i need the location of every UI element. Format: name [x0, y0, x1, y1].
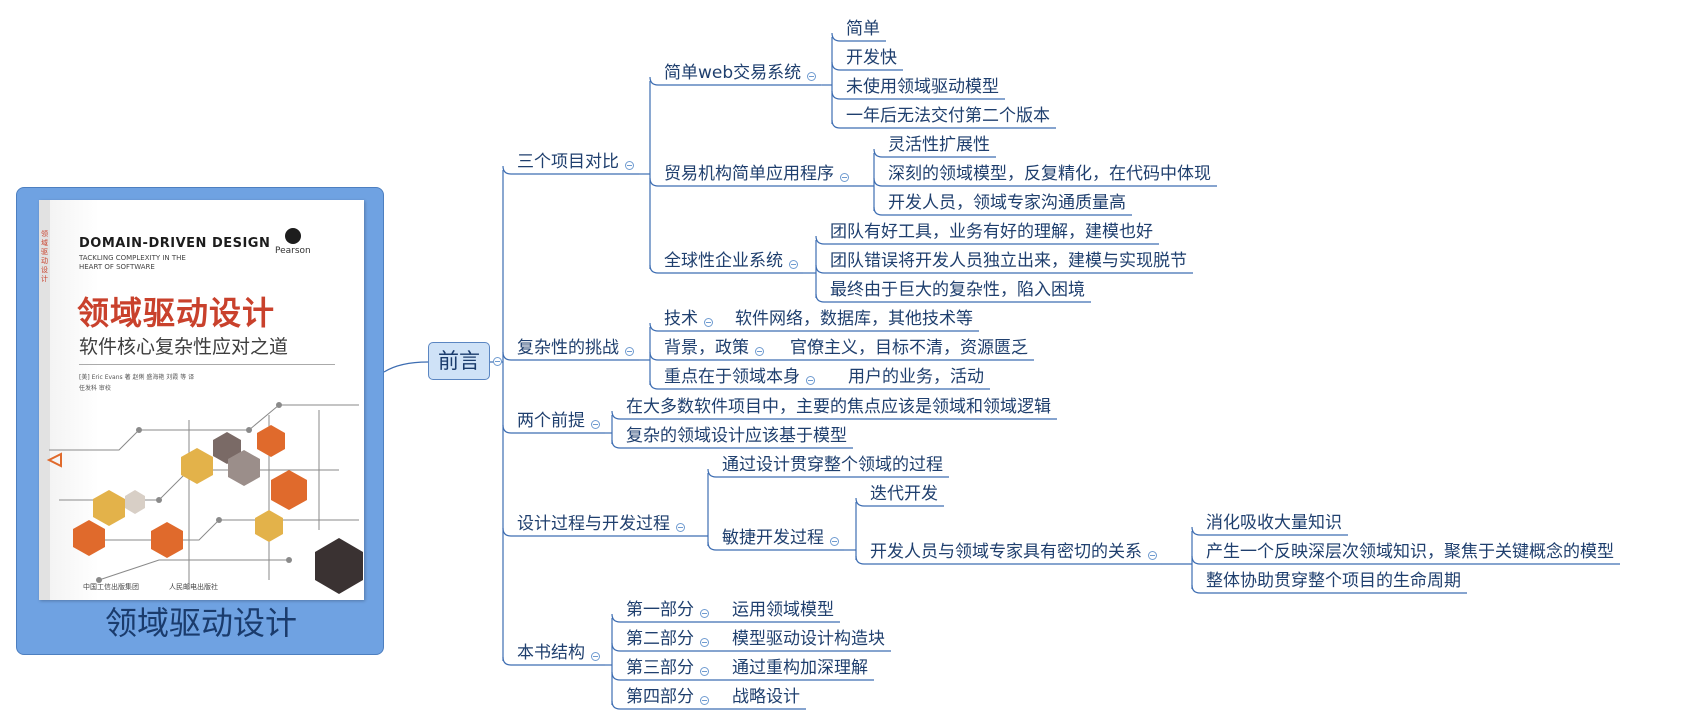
- topic-two-premises[interactable]: 两个前提: [517, 411, 585, 431]
- mindmap-leaf-node[interactable]: 复杂的领域设计应该基于模型: [626, 426, 847, 446]
- mindmap-leaf-node[interactable]: 模型驱动设计构造块: [732, 629, 885, 649]
- topic-part-one[interactable]: 第一部分: [626, 600, 694, 620]
- collapse-toggle-icon[interactable]: [754, 347, 764, 356]
- book-spine-title: 领域驱动设计: [41, 230, 48, 283]
- cover-divider: [79, 364, 335, 365]
- mindmap-leaf-node[interactable]: 消化吸收大量知识: [1206, 513, 1342, 533]
- cover-circuit-art: [46, 402, 363, 594]
- collapse-toggle-icon[interactable]: [699, 696, 709, 705]
- mindmap-leaf-node[interactable]: 未使用领域驱动模型: [846, 77, 999, 97]
- collapse-toggle-icon[interactable]: [839, 173, 849, 182]
- mindmap-leaf-node[interactable]: 战略设计: [732, 687, 800, 707]
- mindmap-leaf-node[interactable]: 产生一个反映深层次领域知识，聚焦于关键概念的模型: [1206, 542, 1614, 562]
- topic-dev-expert-relation[interactable]: 开发人员与领域专家具有密切的关系: [870, 542, 1142, 562]
- mindmap-leaf-node[interactable]: 用户的业务，活动: [848, 367, 984, 387]
- topic-technology[interactable]: 技术: [664, 309, 698, 329]
- mindmap-leaf-node[interactable]: 通过重构加深理解: [732, 658, 868, 678]
- mindmap-leaf-node[interactable]: 通过设计贯穿整个领域的过程: [722, 455, 943, 475]
- topic-trading-firm-app[interactable]: 贸易机构简单应用程序: [664, 164, 834, 184]
- mindmap-leaf-node[interactable]: 一年后无法交付第二个版本: [846, 106, 1050, 126]
- topic-three-projects[interactable]: 三个项目对比: [517, 152, 619, 172]
- collapse-toggle-icon[interactable]: [829, 537, 839, 546]
- collapse-toggle-icon[interactable]: [699, 638, 709, 647]
- collapse-toggle-icon[interactable]: [788, 260, 798, 269]
- collapse-toggle-icon[interactable]: [675, 523, 685, 532]
- publisher-logo: Pearson: [275, 228, 311, 256]
- collapse-toggle-icon[interactable]: [703, 318, 713, 327]
- collapse-toggle-icon[interactable]: [590, 420, 600, 429]
- topic-part-four[interactable]: 第四部分: [626, 687, 694, 707]
- book-cover-image: 领域驱动设计 DOMAIN-DRIVEN DESIGN TACKLING COM…: [39, 200, 364, 600]
- mindmap-leaf-node[interactable]: 软件网络，数据库，其他技术等: [735, 309, 973, 329]
- mindmap-leaf-node[interactable]: 迭代开发: [870, 484, 938, 504]
- cover-caption: 领域驱动设计: [104, 604, 297, 642]
- mindmap-leaf-node[interactable]: 简单: [846, 19, 880, 39]
- book-chinese-title: 领域驱动设计: [77, 294, 276, 332]
- publisher-brand: Pearson: [275, 246, 311, 256]
- topic-background-policy[interactable]: 背景，政策: [664, 338, 749, 358]
- topic-global-enterprise[interactable]: 全球性企业系统: [664, 251, 783, 271]
- mindmap-leaf-node[interactable]: 灵活性扩展性: [888, 135, 990, 155]
- mindmap-leaf-node[interactable]: 在大多数软件项目中，主要的焦点应该是领域和领域逻辑: [626, 397, 1051, 417]
- collapse-toggle-icon[interactable]: [699, 609, 709, 618]
- mindmap-leaf-node[interactable]: 开发人员，领域专家沟通质量高: [888, 193, 1126, 213]
- book-chinese-subtitle: 软件核心复杂性应对之道: [79, 336, 289, 358]
- topic-design-dev-process[interactable]: 设计过程与开发过程: [517, 514, 670, 534]
- book-cover-panel[interactable]: 领域驱动设计 DOMAIN-DRIVEN DESIGN TACKLING COM…: [16, 187, 384, 655]
- collapse-toggle-icon[interactable]: [805, 376, 815, 385]
- topic-part-three[interactable]: 第三部分: [626, 658, 694, 678]
- book-authors: [美] Eric Evans 著 赵俐 盛海艳 刘霞 等 译 任发科 审校: [79, 374, 195, 392]
- book-footer-group: 中国工信出版集团: [83, 583, 139, 591]
- collapse-toggle-icon[interactable]: [699, 667, 709, 676]
- collapse-toggle-icon[interactable]: [590, 652, 600, 661]
- topic-simple-web-trading[interactable]: 简单web交易系统: [664, 63, 802, 83]
- topic-part-two[interactable]: 第二部分: [626, 629, 694, 649]
- root-collapse-toggle-icon[interactable]: [493, 357, 502, 366]
- book-english-subtitle: TACKLING COMPLEXITY IN THE HEART OF SOFT…: [79, 254, 186, 271]
- pearson-logo-icon: [284, 228, 301, 244]
- mindmap-leaf-node[interactable]: 官僚主义，目标不清，资源匮乏: [790, 338, 1028, 358]
- mindmap-leaf-node[interactable]: 深刻的领域模型，反复精化，在代码中体现: [888, 164, 1211, 184]
- collapse-toggle-icon[interactable]: [624, 161, 634, 170]
- mindmap-leaf-node[interactable]: 团队错误将开发人员独立出来，建模与实现脱节: [830, 251, 1187, 271]
- topic-book-structure[interactable]: 本书结构: [517, 643, 585, 663]
- book-footer-publisher: 人民邮电出版社: [169, 583, 218, 591]
- mindmap-leaf-node[interactable]: 开发快: [846, 48, 897, 68]
- mindmap-leaf-node[interactable]: 整体协助贯穿整个项目的生命周期: [1206, 571, 1461, 591]
- collapse-toggle-icon[interactable]: [807, 72, 817, 81]
- topic-domain-focus[interactable]: 重点在于领域本身: [664, 367, 800, 387]
- mindmap-leaf-node[interactable]: 团队有好工具，业务有好的理解，建模也好: [830, 222, 1153, 242]
- topic-agile-process[interactable]: 敏捷开发过程: [722, 528, 824, 548]
- book-english-title: DOMAIN-DRIVEN DESIGN: [79, 236, 271, 251]
- mindmap-root-node[interactable]: 前言: [428, 342, 490, 380]
- mindmap-leaf-node[interactable]: 运用领域模型: [732, 600, 834, 620]
- topic-complexity-challenge[interactable]: 复杂性的挑战: [517, 338, 619, 358]
- mindmap-leaf-node[interactable]: 最终由于巨大的复杂性，陷入困境: [830, 280, 1085, 300]
- collapse-toggle-icon[interactable]: [1147, 551, 1157, 560]
- collapse-toggle-icon[interactable]: [624, 347, 634, 356]
